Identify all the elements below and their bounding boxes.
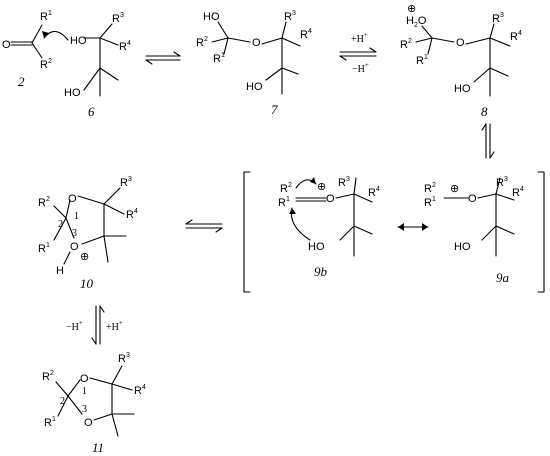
label-11: 11: [92, 440, 104, 455]
r2: R2: [280, 182, 292, 195]
resonance-arrow: [397, 223, 429, 231]
atom-HO: HO: [203, 11, 220, 23]
atom-H2O: H2O: [406, 15, 427, 29]
r2: R2: [42, 370, 54, 383]
atom-HO: HO: [70, 35, 87, 47]
atom-HO: HO: [308, 241, 325, 253]
label-9b: 9b: [314, 264, 328, 279]
r4: R4: [126, 208, 138, 221]
r4: R4: [368, 186, 380, 199]
compound-2: O R1 R2 2: [2, 10, 69, 89]
ring-num-2: 2: [58, 219, 63, 230]
atom-O: O: [468, 193, 477, 205]
atom-O-2: O: [70, 241, 79, 253]
r3: R3: [338, 176, 350, 189]
vertical-equilibrium-arrow: [481, 123, 495, 159]
atom-HO-2: HO: [246, 81, 263, 93]
atom-O-2: O: [84, 417, 93, 429]
r4: R4: [300, 28, 312, 41]
cation-symbol: ⊕: [80, 251, 89, 263]
r3: R3: [496, 176, 508, 189]
r4: R4: [119, 40, 131, 53]
atom-H: H: [56, 265, 64, 277]
r2: R2: [40, 58, 52, 71]
compound-6: HO R3 R4 HO 6: [64, 12, 131, 119]
r1: R1: [278, 196, 290, 209]
ring-num-1: 1: [82, 386, 87, 397]
condition-plus-h: +H+: [106, 319, 123, 333]
atom-O: O: [252, 37, 261, 49]
label-2: 2: [18, 74, 25, 89]
atom-O: O: [2, 39, 11, 51]
r4: R4: [134, 384, 146, 397]
atom-O: O: [80, 373, 89, 385]
r3: R3: [492, 12, 504, 25]
ring-num-3: 3: [82, 404, 87, 415]
resonance-bracket: [243, 171, 545, 293]
r3: R3: [120, 176, 132, 189]
cation-symbol: ⊕: [317, 181, 326, 193]
condition-plus-h: +H+: [351, 31, 368, 45]
r2: R2: [400, 38, 412, 51]
compound-11: R2 O 1 R3 R4 2 R1 3 O 11: [42, 352, 146, 455]
ring-num-3: 3: [72, 228, 77, 239]
deprotonation-arrow: −H+ +H+: [66, 305, 123, 345]
r1: R1: [424, 196, 436, 209]
r1: R1: [416, 54, 428, 67]
compound-9b: R2 R1 O ⊕ R3 R4 HO 9b: [278, 176, 380, 279]
atom-HO: HO: [454, 241, 471, 253]
r2: R2: [196, 36, 208, 49]
r4: R4: [512, 186, 524, 199]
r2: R2: [38, 196, 50, 209]
ring-num-1: 1: [74, 211, 79, 222]
atom-O: O: [326, 193, 335, 205]
r2: R2: [424, 182, 436, 195]
equilibrium-arrow-2: [185, 219, 223, 233]
r3: R3: [284, 10, 296, 23]
compound-10: R2 O 1 R3 R4 2 R1 3 O ⊕ H 10: [38, 176, 138, 291]
cation-symbol: ⊕: [450, 183, 459, 195]
condition-minus-h: −H+: [352, 61, 369, 75]
label-6: 6: [88, 104, 95, 119]
r1: R1: [40, 10, 52, 23]
label-7: 7: [271, 102, 278, 117]
label-10: 10: [80, 276, 94, 291]
label-8: 8: [481, 104, 488, 119]
atom-HO-2: HO: [454, 83, 471, 95]
r1: R1: [213, 52, 225, 65]
label-9a: 9a: [496, 270, 510, 285]
atom-HO-2: HO: [64, 87, 81, 99]
compound-7: HO R2 R1 O R3 R4 HO 7: [196, 10, 312, 117]
condition-minus-h: −H+: [66, 319, 83, 333]
ring-num-2: 2: [60, 396, 65, 407]
compound-8: ⊕ H2O R2 R1 O R3 R4 HO 8: [400, 3, 522, 119]
r1: R1: [44, 416, 56, 429]
r3: R3: [118, 352, 130, 365]
r3: R3: [112, 12, 124, 25]
atom-O: O: [456, 37, 465, 49]
equilibrium-arrow: [145, 51, 181, 65]
atom-O: O: [68, 193, 77, 205]
cation-symbol: ⊕: [407, 3, 416, 15]
r4: R4: [510, 30, 522, 43]
r1: R1: [38, 242, 50, 255]
compound-9a: ⊕ R2 R1 O R3 R4 HO 9a: [424, 176, 524, 285]
protonation-arrow: +H+ −H+: [339, 31, 377, 75]
